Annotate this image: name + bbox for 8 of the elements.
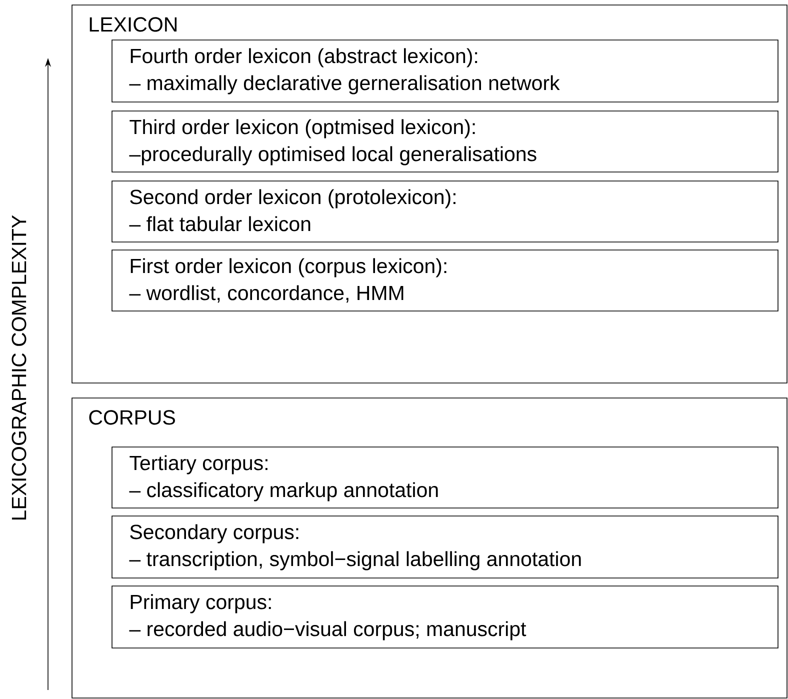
box: First order lexicon (corpus lexicon): – wordlist, concordance, HMM bbox=[112, 250, 778, 312]
box: Primary corpus: – recorded audio−visual corpus; manuscript bbox=[112, 586, 778, 648]
box: Tertiary corpus: – classificatory markup annotation bbox=[112, 446, 778, 508]
box: Second order lexicon (protolexicon): – flat tabular lexicon bbox=[112, 180, 778, 242]
box: Third order lexicon (optmised lexicon): –procedurally optimised local generalisations bbox=[112, 110, 778, 172]
box: Secondary corpus: – transcription, symbol−signal labelling annotation bbox=[112, 516, 778, 578]
box: Fourth order lexicon (abstract lexicon): – maximally declarative gerneralisation network bbox=[112, 40, 778, 102]
axis-label: LEXICOGRAPHIC COMPLEXITY bbox=[12, 215, 26, 520]
